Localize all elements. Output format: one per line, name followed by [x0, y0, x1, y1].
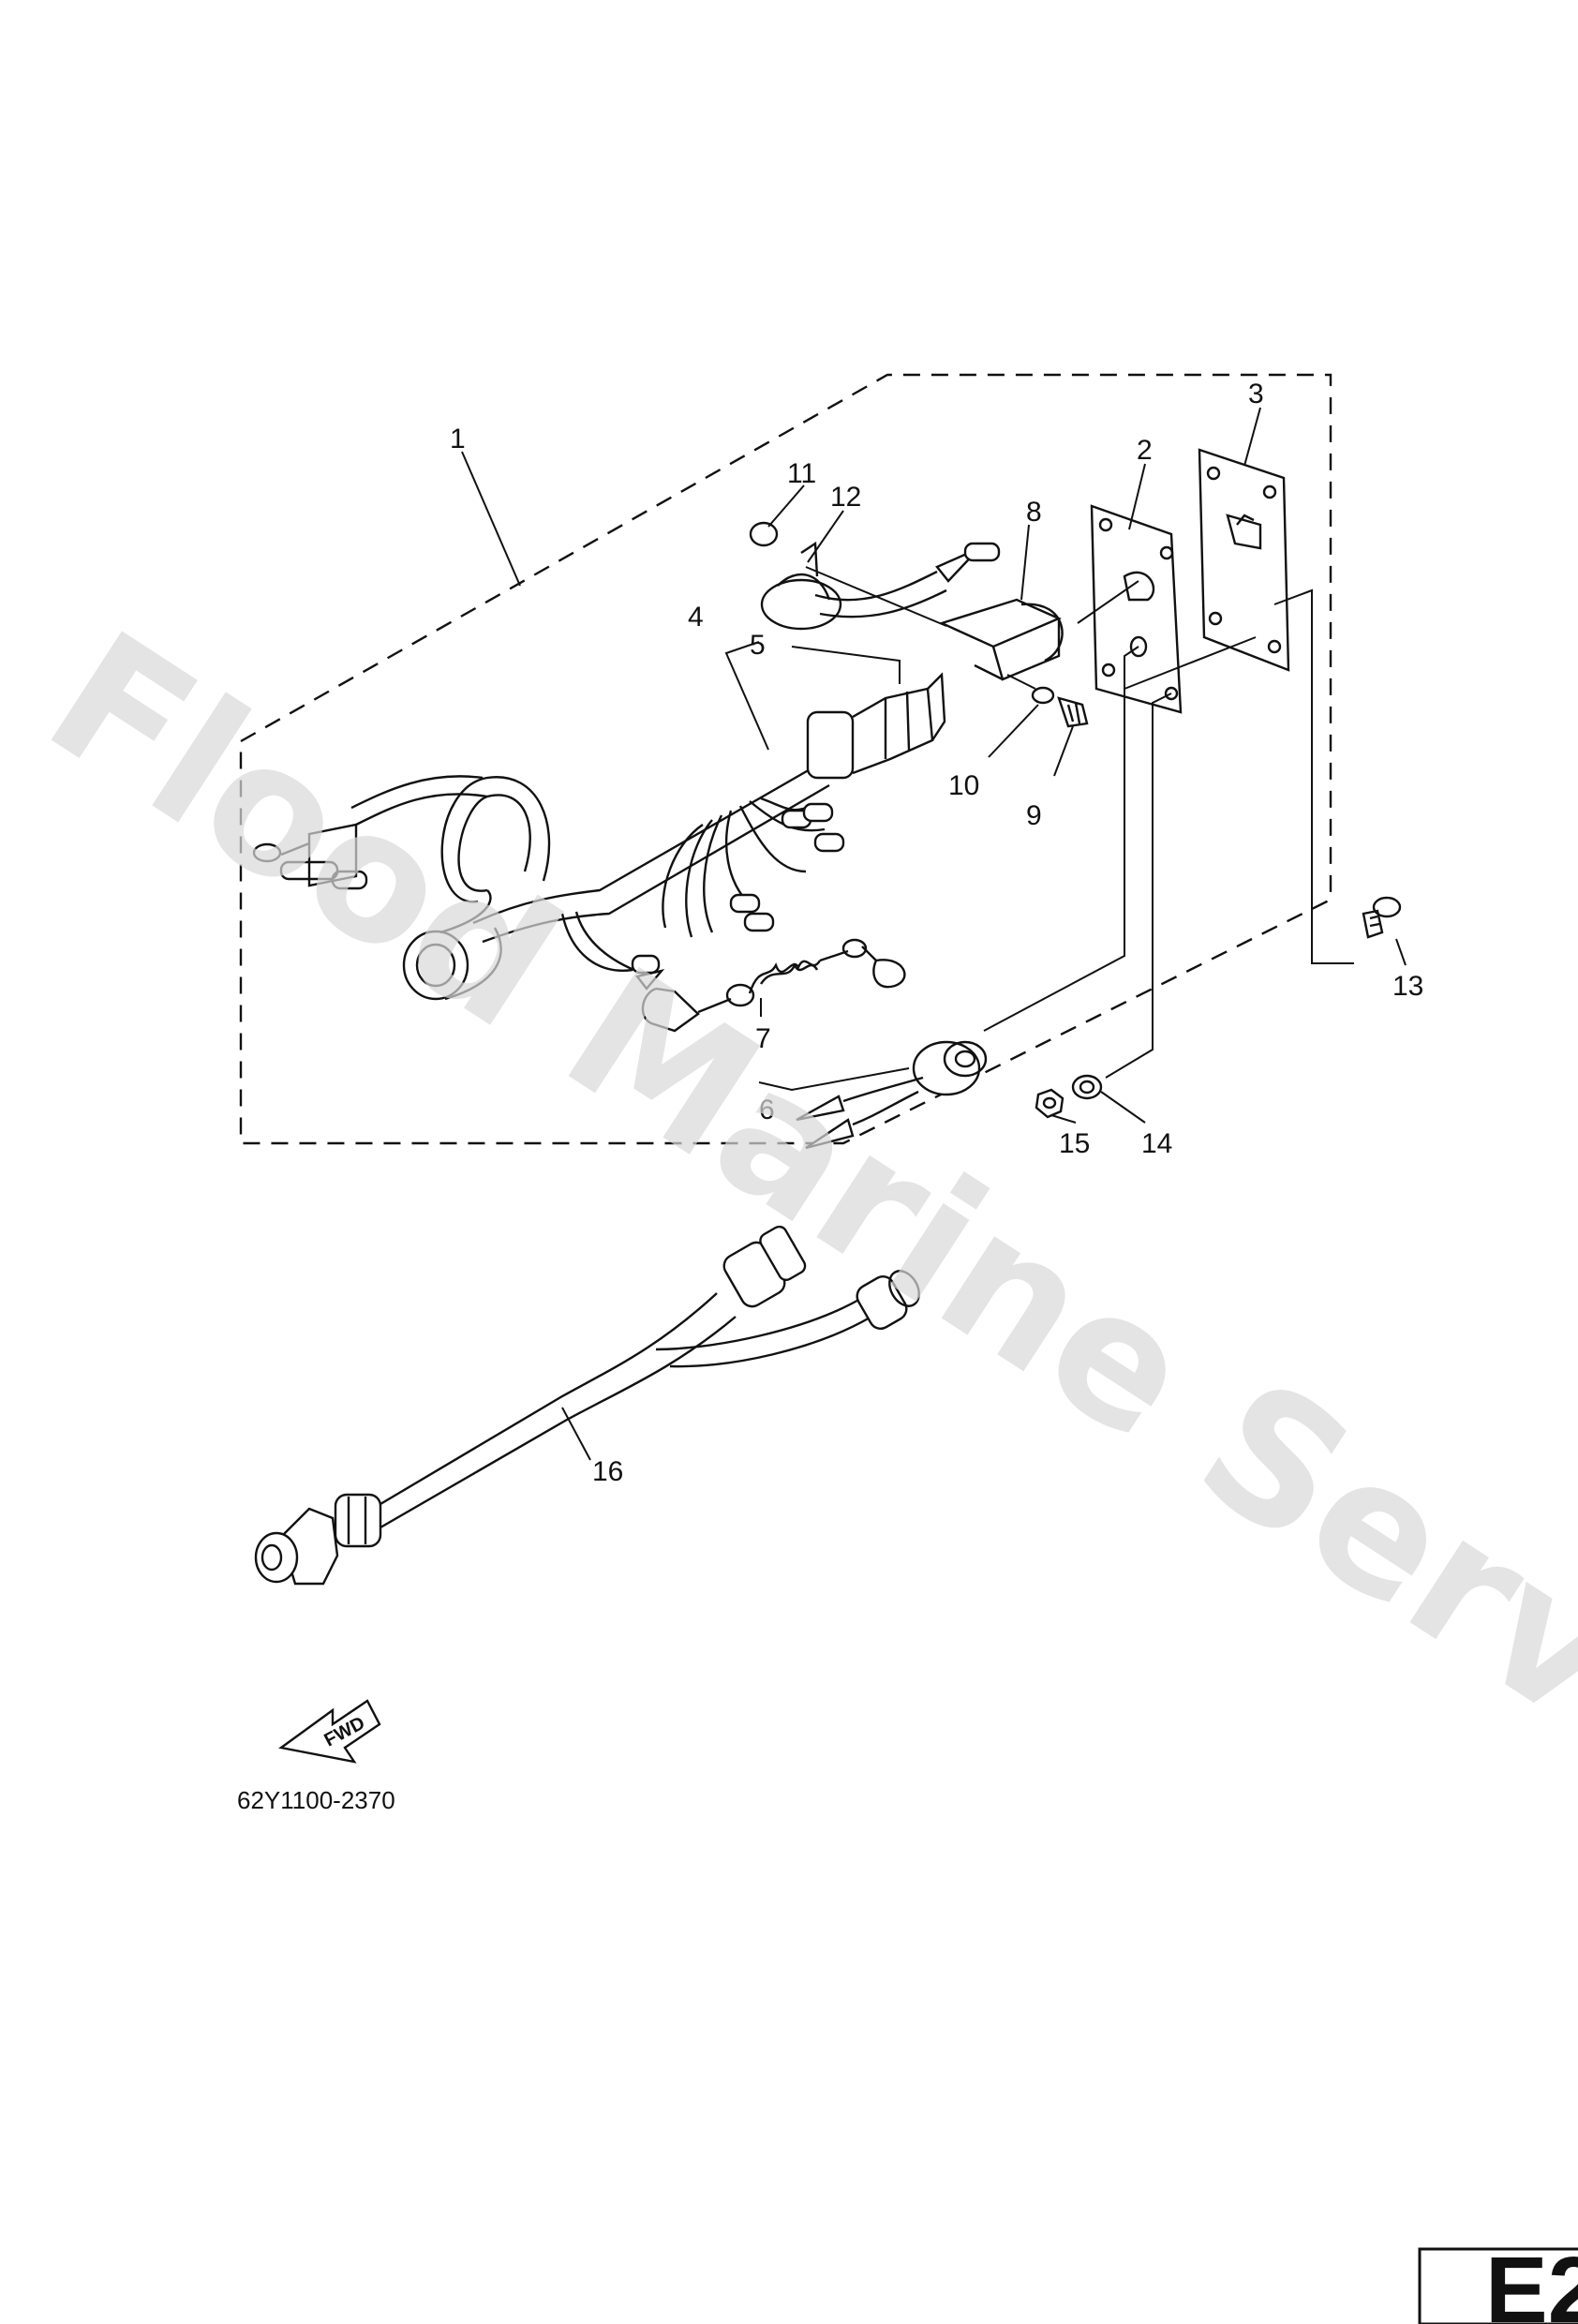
callout-8: 8 — [1026, 497, 1042, 528]
page-code: E2 — [1485, 2238, 1578, 2324]
callout-11: 11 — [787, 458, 816, 489]
callout-2: 2 — [1137, 435, 1153, 466]
bracket — [938, 598, 1064, 681]
callout-9: 9 — [1026, 800, 1042, 831]
washer-14 — [1071, 1074, 1103, 1100]
diagram-part-number: 62Y1100-2370 — [237, 1786, 395, 1814]
grommet-clip — [749, 521, 1001, 631]
assembly-leaders — [805, 566, 1354, 1079]
assembly-boundary — [239, 373, 1332, 1145]
stop-switch-lanyard — [641, 938, 988, 1150]
callout-10: 10 — [948, 770, 979, 801]
cover-plate — [1198, 448, 1290, 672]
callout-4: 4 — [688, 602, 704, 633]
callout-3: 3 — [1248, 379, 1264, 410]
callout-5: 5 — [750, 630, 766, 661]
callout-6: 6 — [759, 1095, 775, 1125]
screw-13 — [1362, 896, 1402, 939]
gasket-plate — [1090, 504, 1183, 714]
extension-harness — [254, 1225, 920, 1586]
callout-14: 14 — [1141, 1128, 1172, 1159]
callout-7: 7 — [755, 1023, 771, 1054]
callout-leaders — [461, 407, 1407, 1461]
page-code-box: E2 — [1418, 2238, 1578, 2324]
watermark: Flood Marine Services — [14, 592, 1578, 1974]
callout-13: 13 — [1392, 971, 1423, 1002]
callout-1: 1 — [450, 424, 466, 454]
callout-16: 16 — [592, 1456, 623, 1487]
callout-12: 12 — [830, 482, 861, 513]
callout-15: 15 — [1059, 1128, 1090, 1159]
nut-15 — [1035, 1088, 1064, 1119]
bolt-and-washer — [1031, 686, 1089, 728]
main-harness-cable — [252, 672, 946, 1001]
fwd-arrow-icon: FWD — [278, 1699, 381, 1764]
